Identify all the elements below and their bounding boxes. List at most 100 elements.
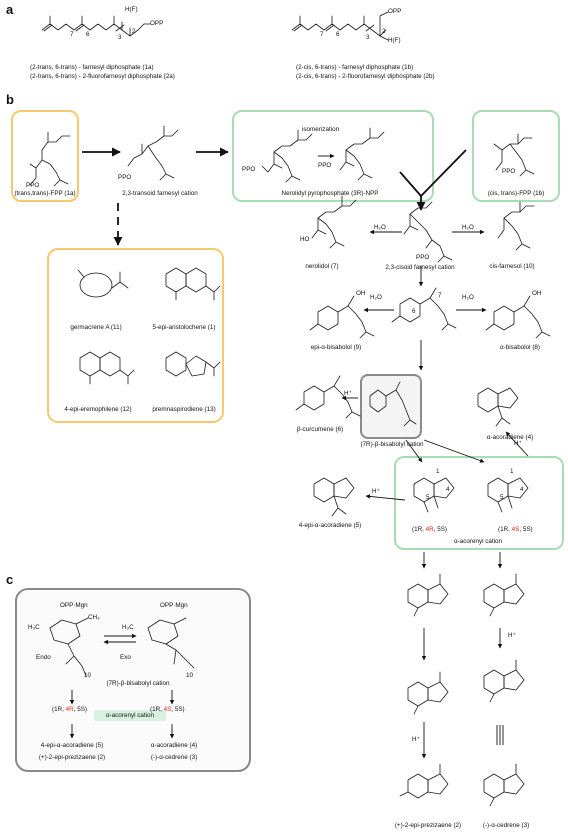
box-panel-c [15,588,251,772]
label-exo: Exo [120,654,131,661]
reaction-arrows [69,147,529,759]
config-c-right-c: , 5S) [171,706,185,713]
structure-cascade-left-2 [407,671,449,715]
caption-1a: (2-trans, 6-trans) - farnesyl diphosphat… [30,64,154,71]
structure-alpha-acoradiene [477,387,519,427]
caption-eremophilene: 4-epi-eremophilene (12) [64,406,132,413]
caption-bisabolyl-c: (7R)-β-bisabolyl cation [106,680,170,687]
locant-2-left: 2 [132,28,136,35]
ppo-cisoid: PPO [416,254,430,261]
box-npp [232,110,434,202]
caption-epi-acoradiene: 4-epi-α-acoradiene (5) [298,522,362,529]
caption-cis-fpp: (cis, trans)-FPP (1b) [487,190,545,197]
atom-opp-left: OPP [150,20,164,27]
label-h2o-cis-farnesol: H₂O [462,224,474,231]
config-right-part-a: (1R, [498,526,512,533]
locant-7-intermediate: 7 [438,292,442,299]
caption-transoid-cation: 2,3-transoid farnesyl cation [122,190,198,197]
label-isomerization: isomerization [302,126,340,133]
structure-fpp-cis [291,11,389,41]
structure-bisabolyl-cation [369,381,417,427]
structure-5-epi-aristolochene [165,267,221,301]
caption-epi-bisabolol: epi-α-bisabolol (9) [310,344,362,351]
locant-4-right: 4 [520,486,524,493]
box-trans-fpp [11,110,79,202]
config-c-right-b: 4S [163,706,172,713]
config-c-left: (1R, 4R, 5S) [52,706,87,713]
caption-acorenyl-cation: α-acorenyl cation [453,538,503,545]
caption-c-right-2: (-)-α-cedrene (3) [150,754,198,761]
locant-1-left: 1 [436,468,440,475]
locant-4-left: 4 [446,486,450,493]
box-acorenyl-cation [394,456,564,550]
structure-germacrene-a [77,269,129,298]
caption-2a: (2-trans, 6-trans) - 2-fluorofarnesyl di… [30,73,175,80]
locant-5-left: 5 [426,494,430,501]
locant-6-left: 6 [86,31,90,38]
structure-premnaspirodiene [165,351,221,377]
locant-3-left: 3 [118,34,122,41]
config-c-right: (1R, 4S, 5S) [150,706,185,713]
caption-acorenyl-c: α-acorenyl cation [105,712,155,719]
caption-2b: (2-cis, 6-trans) - 2-fluorofarnesyl diph… [296,73,435,80]
locant-6-intermediate: 6 [412,308,416,315]
structure-cascade-right-2 [483,659,525,703]
caption-c-left-2: (+)-2-epi-prezizaene (2) [38,754,106,761]
locant-7-right: 7 [320,31,324,38]
caption-trans-fpp: (trans,trans)-FPP (1a) [14,190,76,197]
structure-transoid-cation [127,125,179,181]
oh-bisabolol: OH [532,290,542,297]
atom-hf-left: H(F) [125,6,138,13]
caption-prezizaene: (+)-2-epi-prezizaene (2) [394,822,462,829]
box-bisabolyl-cation [360,374,422,439]
locant-10-exo: 10 [186,672,194,679]
h3c-endo: H₃C [28,624,40,631]
locant-5-right: 5 [500,494,504,501]
h-plus-epi-acoradiene: H⁺ [372,488,380,495]
ppo-cis-fpp: PPO [502,168,516,175]
structure-trans-fpp [29,131,71,187]
label-h2o-nerolidol: H₂O [374,224,386,231]
config-acorenyl-left: (1R, 4R, 5S) [412,526,447,533]
panel-label-b: b [6,92,14,107]
locant-7-left: 7 [70,31,74,38]
structure-acorenyl-left [413,477,455,513]
caption-bisabolol: α-bisabolol (8) [499,344,541,351]
structure-prezizaene [399,763,449,799]
caption-acoradiene: α-acoradiene (4) [486,434,534,441]
structure-4-epi-acoradiene [313,477,355,517]
config-left-part-c: , 5S) [433,526,448,533]
oh-epi-bisabolol: OH [356,290,366,297]
structure-bisabolyl-intermediate [391,287,457,331]
ppo-npp: PPO [242,166,256,173]
locant-1-right: 1 [510,468,514,475]
panel-label-a: a [6,2,14,17]
caption-curcumene: β-curcumene (6) [296,426,344,433]
structure-acorenyl-right [487,477,529,513]
caption-premnaspirodiene: premnaspirodiene (13) [152,406,216,413]
atom-hf-right: H(F) [388,37,401,44]
structure-beta-curcumene [295,375,361,419]
h-plus-cedrene: H⁺ [508,632,516,639]
ch3-endo: CH₃ [88,614,100,621]
caption-cisoid-cation: 2,3-cisoid farnesyl cation [385,264,455,271]
structure-fpp-trans [41,15,151,37]
opp-mg-exo: OPP·Mgn [160,602,188,609]
structure-cascade-left-1 [407,573,449,617]
config-c-right-a: (1R, [150,706,164,713]
structure-cis-farnesol [497,201,535,251]
structure-cis-fpp [493,133,535,177]
config-c-left-b: 4R [65,706,74,713]
structure-nerolidol [311,195,357,249]
structure-alpha-bisabolol [485,295,551,339]
box-transoid-products [47,248,224,423]
ppo-trans-fpp: PPO [26,182,40,189]
structure-epi-bisabolol [309,295,375,339]
structure-cascade-right-1 [483,573,525,617]
caption-npp: Nerolidyl pyrophosphate (3R)-NPP [281,190,379,197]
locant-2-right: 2 [382,28,386,35]
structure-cisoid-cation [403,201,453,263]
config-c-left-c: , 5S) [73,706,88,713]
